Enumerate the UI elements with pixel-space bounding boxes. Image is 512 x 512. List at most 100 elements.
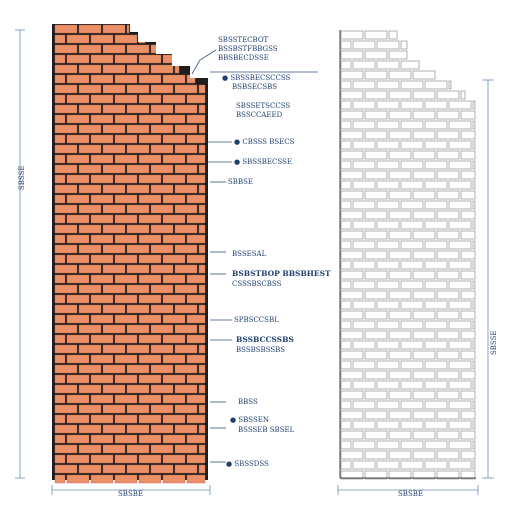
brick	[138, 94, 162, 104]
brick	[340, 410, 364, 420]
brick	[186, 374, 206, 384]
brick	[54, 324, 78, 334]
brick	[78, 64, 102, 74]
brick	[424, 360, 448, 370]
brick	[198, 324, 206, 334]
brick	[412, 310, 436, 320]
annotation-line: SBSSETSCCSS	[236, 102, 290, 110]
brick	[90, 174, 114, 184]
brick	[126, 364, 150, 374]
brick	[150, 144, 174, 154]
brick	[376, 60, 400, 70]
brick	[376, 380, 400, 390]
brick	[114, 294, 138, 304]
brick	[174, 304, 198, 314]
brick	[114, 334, 138, 344]
brick	[472, 160, 476, 170]
brick	[138, 414, 162, 424]
brick	[388, 150, 412, 160]
brick	[66, 374, 90, 384]
brick	[436, 470, 460, 480]
brick	[114, 354, 138, 364]
brick	[162, 454, 186, 464]
brick	[364, 290, 388, 300]
right-height-dimension: SBSSE	[482, 79, 498, 479]
brick	[340, 420, 352, 430]
brick	[448, 260, 472, 270]
brick	[198, 344, 206, 354]
brick	[150, 204, 174, 214]
brick	[400, 100, 424, 110]
brick	[174, 464, 198, 474]
brick	[388, 390, 412, 400]
leader-lines	[191, 49, 318, 463]
brick	[162, 394, 186, 404]
brick	[114, 314, 138, 324]
brick	[340, 460, 352, 470]
brick	[340, 260, 352, 270]
brick	[138, 254, 162, 264]
brick	[424, 160, 448, 170]
brick	[90, 54, 114, 64]
brick	[340, 310, 364, 320]
brick	[364, 310, 388, 320]
brick	[388, 30, 398, 40]
brick	[78, 404, 102, 414]
brick	[102, 464, 126, 474]
brick	[66, 254, 90, 264]
brick	[376, 340, 400, 350]
brick	[54, 294, 66, 304]
brick	[424, 300, 448, 310]
brick	[162, 474, 186, 484]
brick	[174, 344, 198, 354]
right-width-dimension: SBSBE	[337, 485, 479, 498]
brick	[412, 170, 436, 180]
brick	[162, 254, 186, 264]
brick	[90, 194, 114, 204]
brick	[198, 364, 206, 374]
left-width-dimension: SBSBE	[51, 485, 211, 498]
brick	[150, 444, 174, 454]
brick	[460, 390, 476, 400]
brick	[352, 280, 376, 290]
brick	[102, 164, 126, 174]
brick	[340, 100, 352, 110]
brick	[436, 250, 460, 260]
brick	[174, 184, 198, 194]
brick	[364, 450, 388, 460]
annotation-6: SBBSE	[228, 178, 253, 186]
annotation-line: BBSS	[238, 398, 258, 406]
brick	[400, 220, 424, 230]
brick	[126, 144, 150, 154]
brick	[340, 330, 364, 340]
brick	[102, 184, 126, 194]
brick	[162, 94, 186, 104]
brick	[352, 160, 376, 170]
brick	[364, 50, 388, 60]
brick	[114, 214, 138, 224]
brick	[340, 290, 364, 300]
brick	[340, 440, 352, 450]
brick	[198, 464, 206, 474]
brick	[424, 240, 448, 250]
brick	[174, 404, 198, 414]
brick	[352, 200, 376, 210]
brick	[376, 180, 400, 190]
brick	[126, 104, 150, 114]
brick	[340, 270, 364, 280]
brick	[412, 350, 436, 360]
brick	[162, 194, 186, 204]
brick	[340, 240, 352, 250]
annotation-3: SBSSETSCCSS BSSCCAEED	[236, 102, 290, 119]
brick	[460, 290, 476, 300]
brick	[436, 350, 460, 360]
brick	[66, 294, 90, 304]
brick	[340, 280, 352, 290]
brick	[126, 24, 130, 34]
brick	[54, 124, 78, 134]
brick	[340, 450, 364, 460]
brick	[186, 314, 206, 324]
brick	[340, 380, 352, 390]
brick	[376, 260, 400, 270]
